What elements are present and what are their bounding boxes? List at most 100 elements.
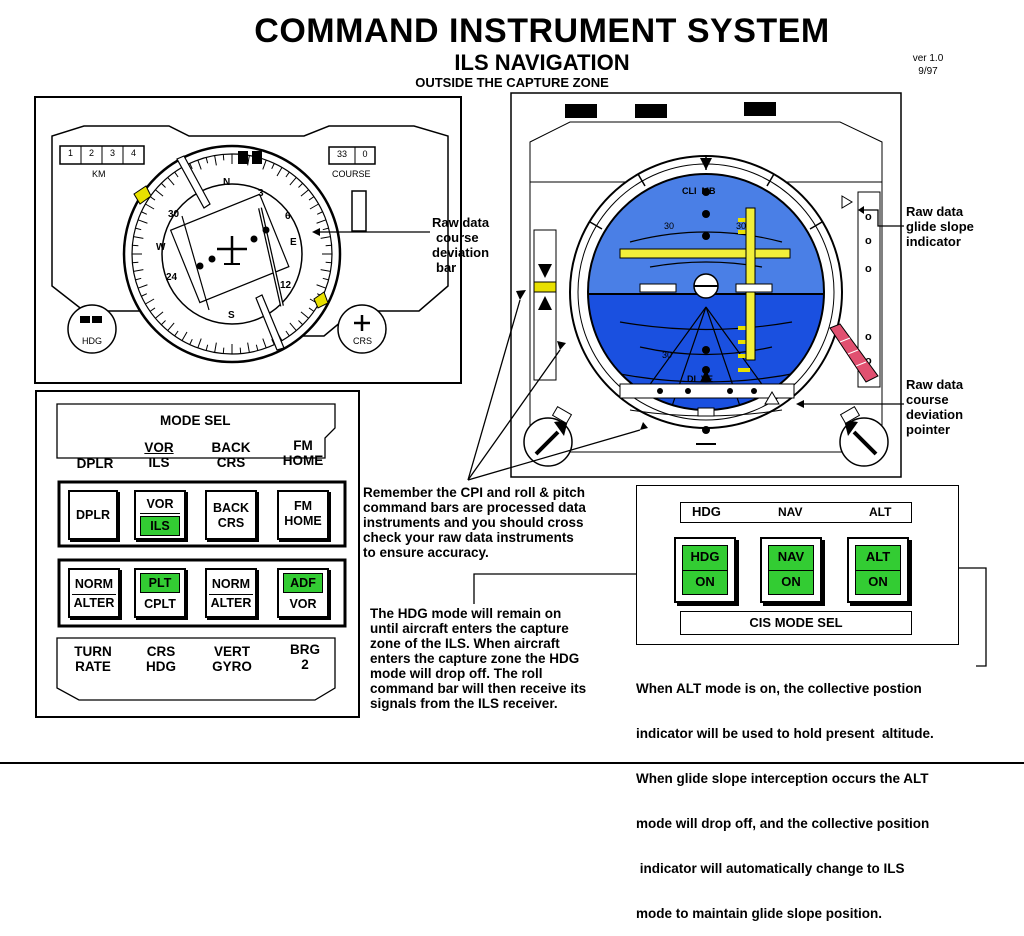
compass-tick: [300, 189, 309, 197]
mode-sel-title: MODE SEL: [160, 413, 231, 428]
km-digit-4: 4: [130, 148, 136, 158]
label-brg-2-1: BRG: [290, 642, 320, 657]
adf-vor-button[interactable]: ADF VOR: [277, 568, 329, 618]
label-turn-rate-2: RATE: [75, 659, 111, 674]
mode-caption-vor-ils-line-1: VOR: [144, 440, 174, 455]
label-turn-rate: TURN RATE: [66, 644, 120, 674]
label-vert-gyro: VERT GYRO: [205, 644, 259, 674]
back-crs-button-top: BACK: [212, 500, 250, 515]
note-alt-line-6: mode to maintain glide slope position.: [636, 906, 883, 921]
callout-course-pointer: Raw data course deviation pointer: [906, 377, 963, 437]
norm-alter-2-bottom: ALTER: [210, 595, 252, 610]
mode-caption-back-crs-line-1: BACK: [211, 440, 251, 455]
compass-tick: [308, 307, 315, 312]
cis-alt-button[interactable]: ALT ON: [847, 537, 909, 603]
version-info: ver 1.0 9/97: [898, 52, 958, 78]
compass-tick: [174, 171, 179, 178]
label-brg-2-2: 2: [301, 657, 309, 672]
vor-ils-button[interactable]: VOR ILS: [134, 490, 186, 540]
course-digits: 33 0: [329, 149, 375, 159]
callout-glide-slope-line-3: indicator: [906, 234, 961, 249]
compass-tick: [167, 177, 175, 186]
compass-tick: [133, 236, 144, 239]
fm-home-button-top: FM: [293, 498, 313, 513]
note-hdg-line-2: until aircraft enters the capture: [370, 621, 569, 636]
fm-home-button[interactable]: FM HOME: [277, 490, 329, 540]
adf-vor-button-bottom: VOR: [289, 596, 317, 611]
cis-nav-button-divider: [769, 570, 813, 571]
callout-course-bar-line-4: bar: [436, 260, 457, 275]
cis-hdg-button[interactable]: HDG ON: [674, 537, 736, 603]
compass-tick: [247, 342, 250, 353]
mode-caption-vor-ils: VOR ILS: [134, 440, 184, 470]
back-crs-button-bottom: CRS: [217, 515, 245, 530]
crs-knob-label: CRS: [353, 336, 373, 346]
mode-caption-fm-home-line-2: HOME: [282, 453, 324, 468]
note-cpi-line-5: to ensure accuracy.: [363, 545, 489, 560]
compass-tick: [189, 163, 193, 170]
fm-home-button-bottom: HOME: [284, 513, 322, 528]
right-scale: o o o o o: [841, 191, 881, 388]
compass-tick: [322, 277, 329, 281]
cis-hdg-button-lamp: HDG ON: [682, 545, 728, 595]
note-hdg: The HDG mode will remain on until aircra…: [370, 606, 586, 711]
cis-header-alt: ALT: [869, 505, 892, 519]
dplr-button[interactable]: DPLR: [68, 490, 118, 540]
hsi-panel: 1 2 3 4 KM 33 0 COURSE N 3 6 E 12 S 24 W…: [34, 96, 462, 384]
compass-tick: [181, 331, 188, 341]
compass-w: W: [156, 242, 166, 253]
compass-tick: [160, 182, 166, 188]
hdg-knob-graphic: [67, 304, 117, 354]
cis-hdg-button-bottom: ON: [695, 574, 715, 589]
back-crs-button[interactable]: BACK CRS: [205, 490, 257, 540]
pitch-30-right-top: 30: [736, 221, 747, 231]
mode-caption-vor-ils-line-2: ILS: [148, 455, 170, 470]
note-hdg-line-6: command bar will then receive its: [370, 681, 587, 696]
compass-tick: [149, 196, 156, 201]
compass-tick: [289, 322, 297, 331]
callout-glide-slope-line-1: Raw data: [906, 204, 964, 219]
compass-rose: [122, 144, 342, 364]
cis-alt-button-divider: [856, 570, 900, 571]
cis-header-hdg: HDG: [692, 504, 721, 519]
norm-alter-button-2[interactable]: NORM ALTER: [205, 568, 257, 618]
compass-tick: [135, 277, 142, 281]
note-hdg-line-3: zone of the ILS. When aircraft: [370, 636, 560, 651]
km-digit-2: 2: [88, 148, 94, 158]
norm-alter-button-1[interactable]: NORM ALTER: [68, 568, 120, 618]
compass-tick: [155, 311, 164, 319]
compass-30: 30: [168, 209, 180, 220]
compass-tick: [189, 338, 193, 345]
note-alt: When ALT mode is on, the collective post…: [636, 651, 934, 936]
hdg-knob-label: HDG: [82, 336, 102, 346]
compass-tick: [137, 219, 148, 224]
note-alt-line-2: indicator will be used to hold present a…: [636, 726, 934, 741]
plt-cplt-button-bottom: CPLT: [144, 596, 176, 611]
cis-nav-button-top: NAV: [777, 549, 805, 564]
compass-tick: [132, 244, 139, 247]
adf-vor-button-top: ADF: [283, 573, 323, 593]
note-hdg-line-5: mode will drop off. The roll: [370, 666, 543, 681]
callout-course-pointer-line-3: deviation: [906, 407, 964, 422]
note-alt-line-4: mode will drop off, and the collective p…: [636, 816, 930, 831]
compass-3: 3: [258, 188, 264, 199]
compass-tick: [167, 322, 175, 331]
compass-tick: [325, 261, 332, 264]
left-scale: [533, 229, 557, 381]
km-digit-1: 1: [67, 148, 73, 158]
note-cpi-line-1: Remember the CPI and roll & pitch: [363, 485, 586, 500]
compass-6: 6: [285, 211, 291, 222]
callout-glide-slope-line-2: glide slope: [906, 219, 974, 234]
aircraft-symbol: [639, 273, 773, 299]
compass-tick: [308, 196, 315, 201]
cis-footer: CIS MODE SEL: [680, 611, 912, 635]
cis-nav-button[interactable]: NAV ON: [760, 537, 822, 603]
label-turn-rate-1: TURN: [74, 644, 112, 659]
km-display: [59, 145, 145, 165]
compass-tick: [322, 227, 329, 231]
mode-caption-fm-home-line-1: FM: [293, 438, 313, 453]
compass-tick: [316, 284, 327, 289]
note-cpi-line-4: check your raw data instruments: [363, 530, 574, 545]
mode-caption-fm-home: FM HOME: [276, 438, 330, 468]
plt-cplt-button[interactable]: PLT CPLT: [134, 568, 186, 618]
